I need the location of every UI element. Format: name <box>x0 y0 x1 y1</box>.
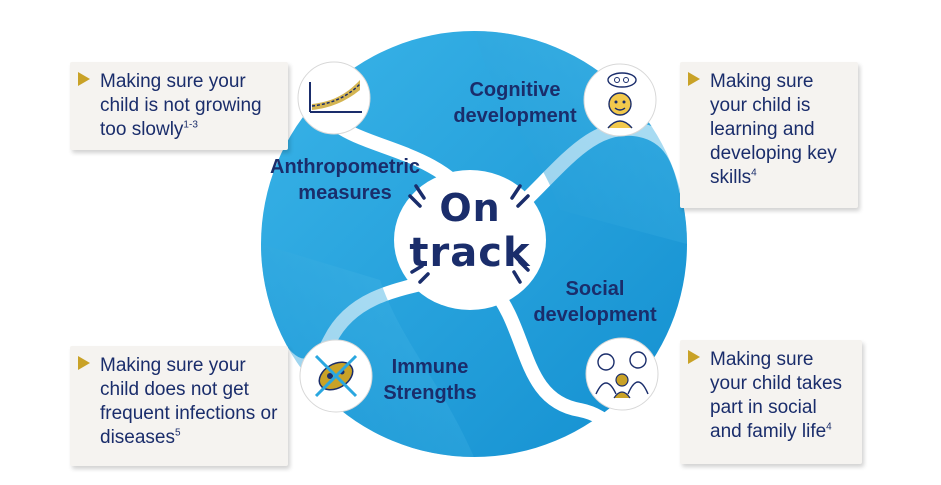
center-title-line1: On <box>439 186 501 230</box>
growth-chart-icon <box>297 61 371 135</box>
family-icon <box>585 337 659 411</box>
callout-social: Making sure your child takes part in soc… <box>680 340 862 464</box>
center-title-line2: track <box>409 230 531 276</box>
callout-text: Making sure your child is learning and d… <box>710 71 837 188</box>
callout-reference: 4 <box>751 167 757 179</box>
callout-immune: Making sure your child does not get freq… <box>70 346 288 466</box>
crossed-germ-icon <box>299 339 373 413</box>
callout-arrow-icon <box>78 356 90 370</box>
callout-cognitive: Making sure your child is learning and d… <box>680 62 858 208</box>
center-sparkles <box>408 184 530 284</box>
segment-label-immune: Immune Strengths <box>383 356 477 404</box>
segment-tint-top-right <box>474 31 687 244</box>
callout-arrow-icon <box>688 72 700 86</box>
segment-tint-bottom-left <box>261 244 474 457</box>
callout-arrow-icon <box>78 72 90 86</box>
callout-text: Making sure your child takes part in soc… <box>710 349 843 442</box>
segment-label-cognitive: Cognitive development <box>453 79 577 127</box>
segment-label-anthropometric: Anthropometric measures <box>270 156 420 204</box>
callout-text: Making sure your child does not get freq… <box>100 355 278 448</box>
callout-arrow-icon <box>688 350 700 364</box>
segment-label-social: Social development <box>533 278 657 326</box>
callout-text: Making sure your child is not growing to… <box>100 71 262 140</box>
callout-reference: 5 <box>175 427 181 439</box>
callout-growth: Making sure your child is not growing to… <box>70 62 288 150</box>
center-blob <box>394 170 546 310</box>
swirl-separator-bottom <box>483 278 628 457</box>
callout-reference: 4 <box>826 421 832 433</box>
callout-reference: 1-3 <box>183 119 198 131</box>
child-thinking-icon <box>583 63 657 137</box>
